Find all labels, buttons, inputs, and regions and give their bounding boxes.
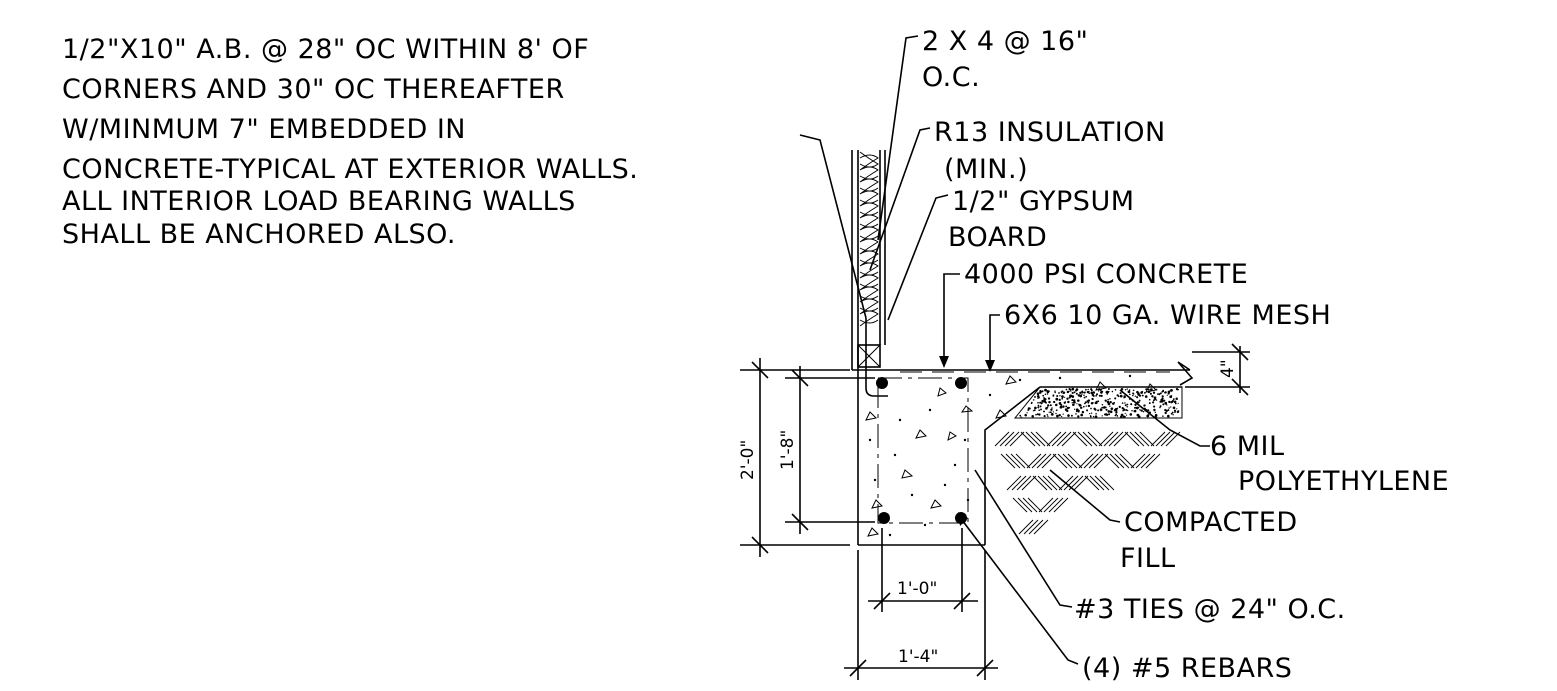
anchor-bolt-note-line-4: CONCRETE-TYPICAL AT EXTERIOR WALLS. [62, 154, 638, 185]
concrete-stipple [868, 374, 1132, 537]
concrete-note: 4000 PSI CONCRETE [964, 259, 1248, 290]
mesh-note: 6X6 10 GA. WIRE MESH [1004, 300, 1331, 331]
rebar-ties [877, 377, 969, 524]
dim-slab-thickness: 4" [1185, 343, 1250, 396]
gypsum-leader [887, 194, 949, 321]
dim-footing-width: 1'-4" [844, 550, 998, 680]
stud-wall [851, 150, 886, 370]
dim-footing-width-label: 1'-4" [898, 647, 938, 667]
rebar-top-right [955, 377, 967, 389]
studs-note-line-2: O.C. [922, 62, 980, 93]
anchor-bolt-note-line-2: CORNERS AND 30" OC THEREAFTER [62, 74, 565, 105]
vapor-barrier-note-line-2: POLYETHYLENE [1238, 466, 1449, 497]
anchor-bolt-note-line-3: W/MINMUM 7" EMBEDDED IN [62, 114, 466, 145]
insulation-leader [869, 127, 931, 271]
vapor-barrier-leader [1119, 389, 1210, 447]
anchor-bolt-leader [799, 134, 867, 319]
dim-rebar-vertical: 1'-8" [778, 366, 875, 534]
insulation-note-line-2: (MIN.) [944, 154, 1028, 185]
gypsum-note-line-2: BOARD [948, 222, 1047, 253]
anchor-bolt-note-line-5: ALL INTERIOR LOAD BEARING WALLS [62, 186, 576, 217]
vapor-barrier-note-line-1: 6 MIL [1210, 431, 1285, 462]
dim-rebar-horizontal: 1'-0" [868, 528, 978, 612]
compacted-fill-hatch [994, 431, 1181, 535]
rebars-note: (4) #5 REBARS [1082, 653, 1292, 684]
insulation-batt [859, 154, 879, 327]
fill-note-line-1: COMPACTED [1124, 507, 1298, 538]
dim-footing-depth-label: 2'-0" [738, 440, 758, 480]
fill-leader [1049, 469, 1121, 523]
concrete-leader [943, 273, 960, 364]
gypsum-note-line-1: 1/2" GYPSUM [952, 186, 1135, 217]
studs-leader [877, 35, 919, 241]
dim-rebar-horizontal-label: 1'-0" [897, 579, 937, 599]
rebar-bottom-left [878, 512, 890, 524]
fill-note-line-2: FILL [1120, 543, 1176, 574]
dim-rebar-vertical-label: 1'-8" [778, 430, 798, 470]
dim-footing-depth: 2'-0" [738, 358, 850, 557]
insulation-note-line-1: R13 INSULATION [934, 117, 1166, 148]
mesh-leader [989, 314, 1000, 368]
anchor-bolt-note-line-1: 1/2"X10" A.B. @ 28" OC WITHIN 8' OF [62, 34, 589, 65]
anchor-bolt-note-line-6: SHALL BE ANCHORED ALSO. [62, 219, 456, 250]
anchor-bolt-note: 1/2"X10" A.B. @ 28" OC WITHIN 8' OF CORN… [62, 34, 638, 250]
sand-bed [1013, 386, 1183, 419]
ties-leader [974, 469, 1073, 608]
ties-note: #3 TIES @ 24" O.C. [1074, 594, 1346, 625]
studs-note-line-1: 2 X 4 @ 16" [922, 26, 1088, 57]
dim-slab-thickness-label: 4" [1218, 359, 1238, 378]
rebars-leader [961, 519, 1079, 665]
rebar-top-left [876, 377, 888, 389]
anchor-bolt [865, 318, 888, 397]
